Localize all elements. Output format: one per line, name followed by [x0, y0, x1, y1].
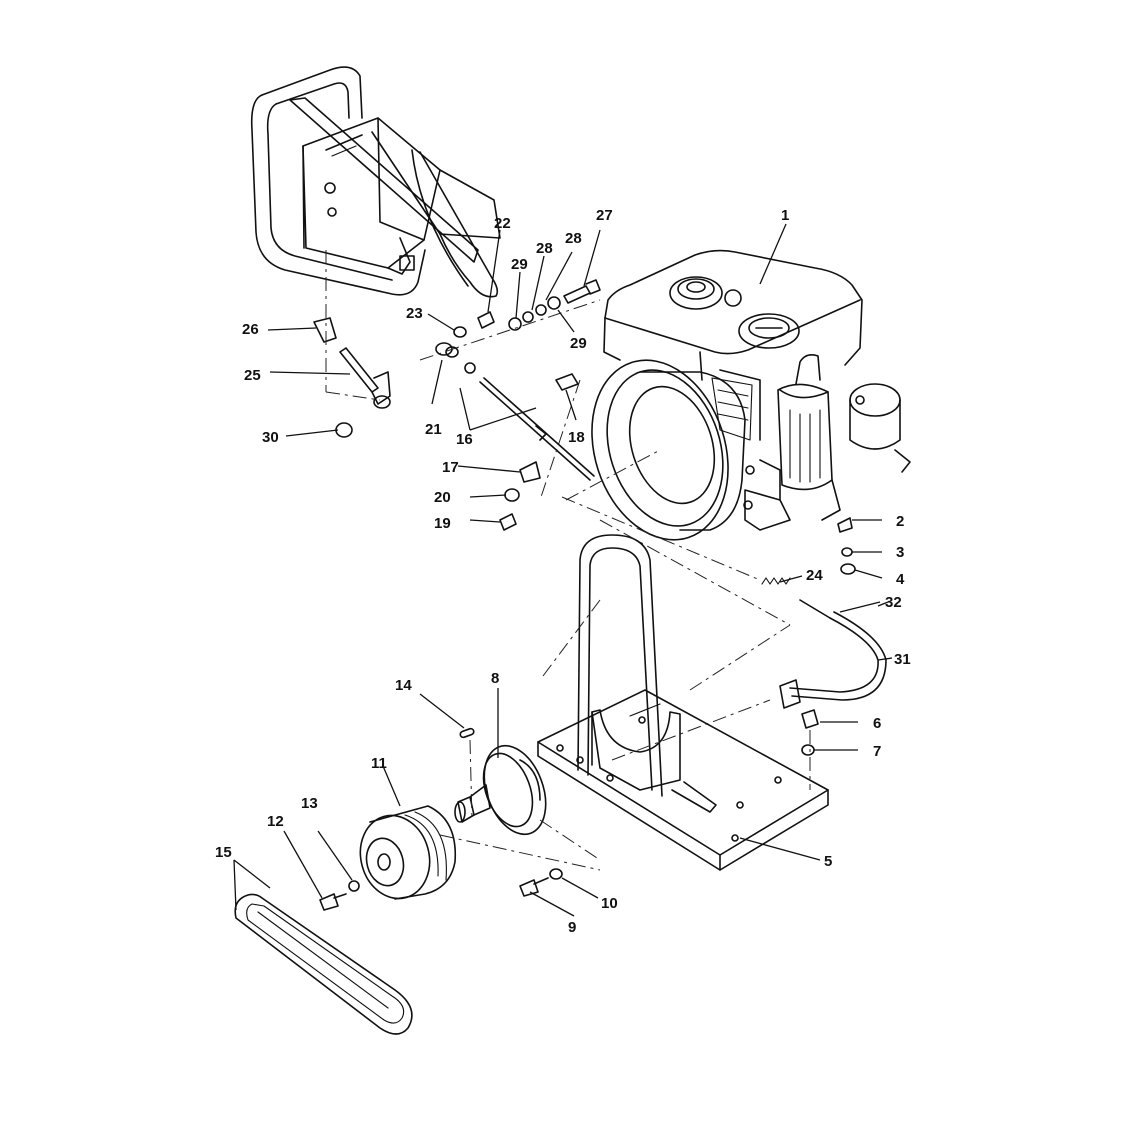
callout-23: 23: [406, 305, 423, 322]
callout-10: 10: [601, 895, 618, 912]
callout-5: 5: [824, 853, 832, 870]
callout-29a: 29: [511, 256, 528, 273]
callout-1: 1: [781, 207, 789, 224]
callout-4: 4: [896, 571, 905, 588]
callout-labels: 1 2 3 4 5 6 7 8 9 10 11 12 13 14 15 16 1…: [215, 207, 911, 936]
callout-12: 12: [267, 813, 284, 830]
callout-20: 20: [434, 489, 451, 506]
callout-24: 24: [806, 567, 823, 584]
hardware-parts: [313, 279, 887, 911]
callout-28a: 28: [536, 240, 553, 257]
callout-8: 8: [491, 670, 499, 687]
callout-9: 9: [568, 919, 576, 936]
callout-6: 6: [873, 715, 881, 732]
callout-31: 31: [894, 651, 911, 668]
callout-7: 7: [873, 743, 881, 760]
callout-32: 32: [885, 594, 902, 611]
callout-17: 17: [442, 459, 459, 476]
throttle-lever-housing: [250, 66, 501, 298]
callout-30: 30: [262, 429, 279, 446]
callout-27: 27: [596, 207, 613, 224]
callout-21: 21: [425, 421, 442, 438]
clutch-assembly: [454, 744, 547, 836]
callout-25: 25: [244, 367, 261, 384]
callout-18: 18: [568, 429, 585, 446]
callout-19: 19: [434, 515, 451, 532]
callout-15: 15: [215, 844, 232, 861]
callout-2: 2: [896, 513, 904, 530]
engine-assembly: [591, 249, 911, 541]
callout-29b: 29: [570, 335, 587, 352]
callout-16: 16: [456, 431, 473, 448]
callout-13: 13: [301, 795, 318, 812]
callout-3: 3: [896, 544, 904, 561]
callout-22: 22: [494, 215, 511, 232]
pulley: [359, 805, 457, 900]
callout-14: 14: [395, 677, 412, 694]
callout-26: 26: [242, 321, 259, 338]
leader-lines: [233, 223, 893, 917]
callout-28b: 28: [565, 230, 582, 247]
assembly-center-lines: [325, 250, 811, 871]
v-belt: [234, 893, 413, 1035]
frame-base-plate: [537, 534, 829, 871]
callout-11: 11: [371, 755, 387, 772]
